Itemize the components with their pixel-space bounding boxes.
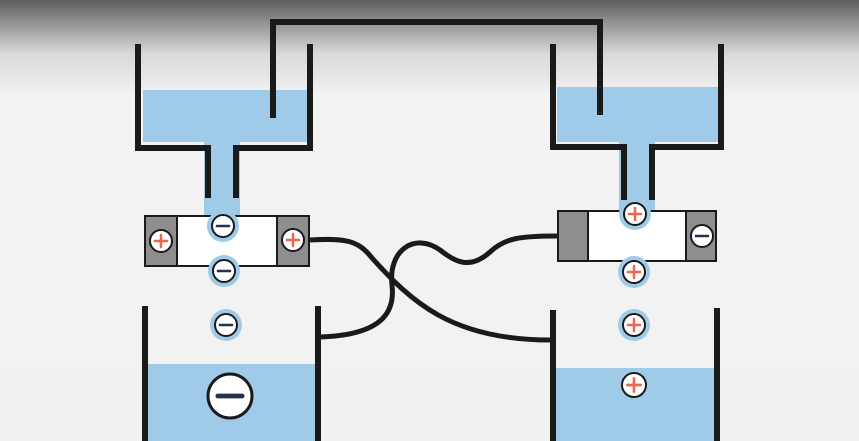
left-plate-left-charge-plus-ion-icon (149, 229, 173, 253)
right-bucket-ion-plus-ion-icon (621, 372, 647, 398)
upper-left-tank-outline (135, 44, 313, 198)
upper-left-reservoir (135, 44, 313, 232)
cross-wire-left-plate-to-right-bucket (309, 236, 551, 343)
cross-wire-right-plate-to-left-bucket (319, 233, 558, 340)
left-drop-1-minus-ion-icon (207, 210, 239, 242)
lower-right-bucket-outline (550, 308, 720, 441)
upper-right-water (557, 87, 720, 142)
lower-left-bucket-outline (142, 306, 321, 441)
right-plate-right-charge-minus-ion-icon (690, 224, 714, 248)
right-drop-1-plus-ion-icon (619, 198, 651, 230)
left-drop-2-minus-ion-icon (208, 255, 240, 287)
right-drop-3-plus-ion-icon (618, 309, 650, 341)
right-drop-2-plus-ion-icon (618, 256, 650, 288)
upper-right-tank-outline (550, 44, 724, 200)
right-plate-left-end (557, 210, 589, 262)
left-bucket-ion-minus-ion-icon (206, 372, 254, 420)
left-plate-right-charge-plus-ion-icon (281, 228, 305, 252)
left-drop-3-minus-ion-icon (210, 309, 242, 341)
upper-left-water (143, 90, 309, 142)
ion-layer (149, 198, 714, 420)
top-connecting-pipe (270, 19, 603, 118)
